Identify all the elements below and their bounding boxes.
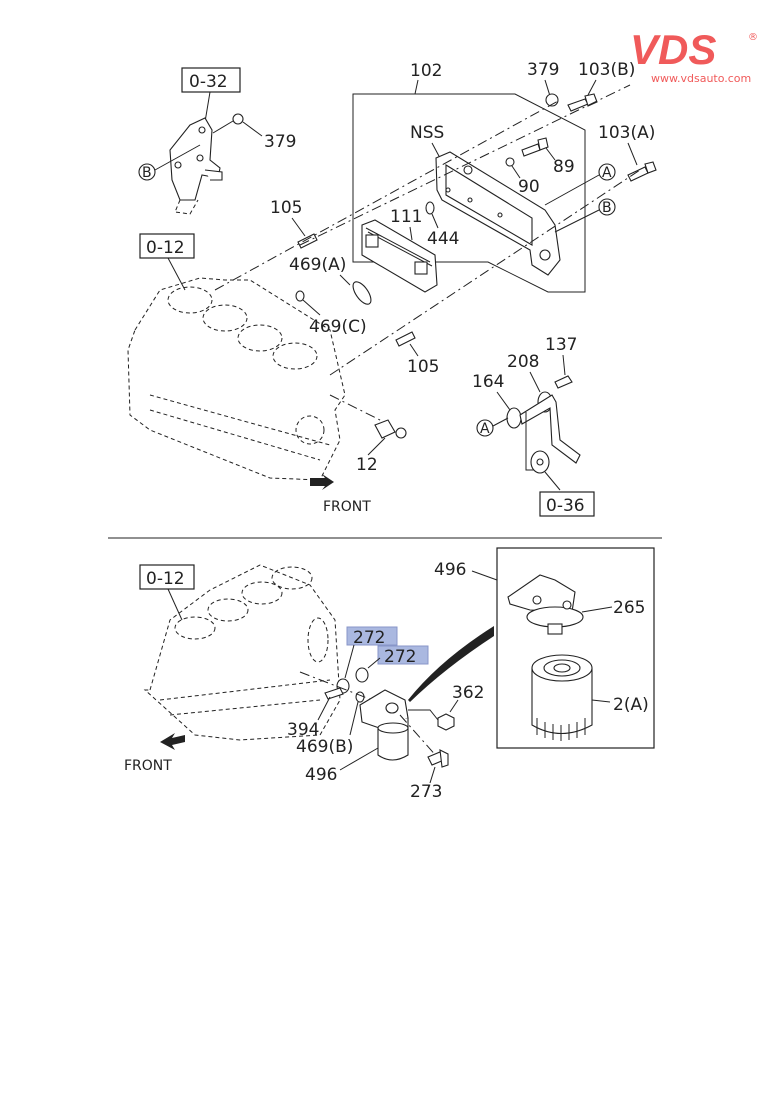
circle-marker-b-right: B	[598, 198, 616, 216]
label-105-upper: 105	[270, 198, 302, 218]
part-272-highlight-lower[interactable]: 272	[377, 645, 429, 667]
label-111: 111	[390, 207, 422, 227]
ref-box-0-12-top[interactable]: 0-12	[139, 233, 195, 259]
label-90: 90	[518, 177, 540, 197]
part-272-highlight-upper[interactable]: 272	[346, 626, 398, 648]
label-496-upper: 496	[434, 560, 466, 580]
svg-text:A: A	[480, 421, 490, 437]
logo-registered-mark: ®	[748, 32, 758, 43]
logo-url[interactable]: www.vdsauto.com	[651, 72, 751, 85]
engine-block-top-part	[127, 277, 346, 481]
vds-logo: VDS ® www.vdsauto.com	[630, 26, 758, 85]
stud-394-part	[324, 687, 344, 700]
svg-text:0-36: 0-36	[546, 496, 585, 516]
label-265: 265	[613, 598, 645, 618]
label-469c: 469(C)	[309, 317, 367, 337]
ref-box-0-32[interactable]: 0-32	[181, 67, 241, 93]
front-label-top: FRONT	[323, 499, 371, 515]
bolt-273-part	[427, 749, 449, 768]
front-arrow-icon-bottom	[160, 733, 185, 750]
nut-362-part	[437, 713, 455, 731]
svg-text:272: 272	[384, 647, 416, 667]
oil-cooler-cover-part	[435, 151, 561, 276]
o-ring-469a-icon	[352, 281, 372, 305]
oil-filter-assembly-part	[359, 689, 409, 761]
front-label-bottom: FRONT	[124, 758, 172, 774]
circle-marker-b-left: B	[138, 163, 156, 181]
label-89: 89	[553, 157, 575, 177]
oil-cooler-element-part	[361, 219, 438, 293]
circle-marker-a-right: A	[598, 163, 616, 181]
svg-text:0-12: 0-12	[146, 569, 185, 589]
thermostat-housing-part	[169, 117, 223, 215]
logo-brand: VDS	[630, 26, 716, 73]
label-105-lower: 105	[407, 357, 439, 377]
label-12: 12	[356, 455, 378, 475]
label-102: 102	[410, 61, 442, 81]
bolt-103a-part	[627, 161, 657, 182]
label-469a: 469(A)	[289, 255, 346, 275]
label-379-upper-left: 379	[264, 132, 296, 152]
callout-swoosh	[408, 626, 494, 702]
svg-text:B: B	[142, 165, 152, 181]
svg-text:0-12: 0-12	[146, 238, 185, 258]
bottom-section: 0-12 FRONT 272 272	[124, 547, 655, 802]
oil-pipe-208-part	[506, 391, 581, 464]
svg-text:B: B	[602, 200, 612, 216]
ref-box-0-36[interactable]: 0-36	[539, 491, 595, 517]
circle-marker-a-lower: A	[476, 419, 494, 437]
bolt-89-part	[521, 137, 549, 157]
stud-105-lower-part	[395, 331, 416, 347]
flange-part	[530, 450, 550, 474]
top-section: 0-32 379 B 102 379 103(B)	[127, 60, 657, 517]
o-ring-272-b-icon	[355, 667, 369, 683]
label-208: 208	[507, 352, 539, 372]
label-469b: 469(B)	[296, 737, 353, 757]
label-362: 362	[452, 683, 484, 703]
label-496-lower: 496	[305, 765, 337, 785]
oil-filter-2a-part	[531, 654, 593, 741]
label-2a: 2(A)	[613, 695, 649, 715]
label-103b: 103(B)	[578, 60, 635, 80]
bolt-137-part	[554, 375, 573, 389]
filter-head-265-part	[507, 574, 584, 635]
o-ring-444-icon	[425, 201, 435, 215]
svg-text:0-32: 0-32	[189, 72, 228, 92]
bolt-103b-part	[567, 93, 598, 112]
o-ring-469b-icon	[355, 691, 365, 703]
front-arrow-icon-top	[310, 474, 334, 490]
label-nss: NSS	[410, 123, 444, 143]
label-394: 394	[287, 720, 319, 740]
washer-90-icon	[505, 157, 515, 167]
washer-379-icon	[232, 113, 244, 125]
o-ring-469c-icon	[295, 290, 305, 302]
label-137: 137	[545, 335, 577, 355]
valve-12-part	[374, 419, 407, 439]
engine-block-bottom-part	[143, 564, 341, 741]
label-379-top: 379	[527, 60, 559, 80]
svg-text:A: A	[602, 165, 612, 181]
label-273: 273	[410, 782, 442, 802]
label-103a: 103(A)	[598, 123, 655, 143]
label-444: 444	[427, 229, 459, 249]
ref-box-0-12-bottom[interactable]: 0-12	[139, 564, 195, 590]
svg-text:272: 272	[353, 628, 385, 648]
label-164: 164	[472, 372, 504, 392]
